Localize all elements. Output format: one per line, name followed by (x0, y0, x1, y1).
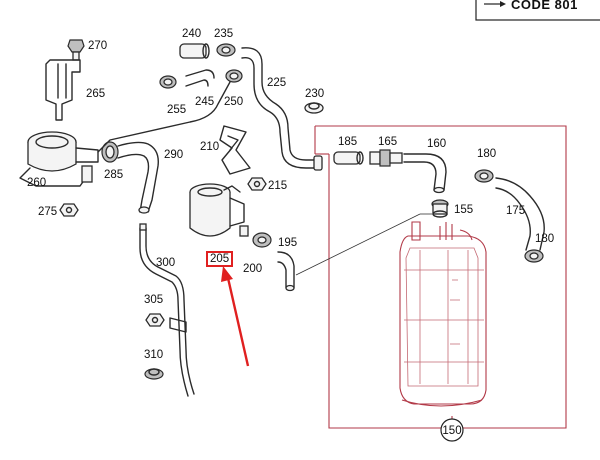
cap-155: 155 (431, 199, 473, 218)
label-250: 250 (224, 96, 243, 108)
label-160: 160 (427, 138, 446, 150)
label-240: 240 (182, 28, 201, 40)
nut-215: 215 (247, 177, 287, 192)
grommet-230: 230 (304, 88, 324, 114)
bracket-265: 265 (45, 59, 105, 121)
label-215: 215 (268, 180, 287, 192)
canister-assembly-outline (314, 125, 567, 429)
hose-245: 245 (185, 69, 215, 108)
label-155: 155 (454, 204, 473, 216)
highlight-205 (206, 251, 250, 367)
hose-290: 290 (117, 141, 183, 214)
hose-160: 160 (403, 138, 447, 194)
label-245: 245 (195, 96, 214, 108)
label-255: 255 (167, 104, 186, 116)
hose-195: 195 (277, 237, 297, 292)
label-305: 305 (144, 294, 163, 306)
label-290: 290 (164, 149, 183, 161)
label-200: 200 (243, 263, 262, 275)
clamp-180-bottom: 180 (524, 233, 554, 263)
nut-305: 305 (144, 294, 165, 327)
leader-canister (295, 213, 421, 276)
label-180-bottom: 180 (535, 233, 554, 245)
label-185: 185 (338, 136, 357, 148)
clamp-180-top: 180 (474, 148, 496, 183)
label-210: 210 (200, 141, 219, 153)
hose-225: 225 (241, 47, 323, 171)
clamp-255: 255 (159, 75, 186, 116)
hose-175: 175 (495, 177, 545, 251)
label-195: 195 (278, 237, 297, 249)
clamp-285: 285 (101, 141, 123, 181)
valve-205: 205 (189, 183, 249, 265)
sleeve-185: 185 (333, 136, 364, 165)
label-165: 165 (378, 136, 397, 148)
callout-150: 150 (440, 418, 464, 442)
clamp-200: 200 (243, 232, 272, 275)
label-285: 285 (104, 169, 123, 181)
hose-main (97, 81, 231, 153)
label-225: 225 (267, 77, 286, 89)
grommet-310: 310 (144, 349, 164, 380)
pipe-300: 300 (139, 223, 195, 397)
label-275: 275 (38, 206, 57, 218)
label-235: 235 (214, 28, 233, 40)
label-180-top: 180 (477, 148, 496, 160)
nut-275: 275 (38, 203, 79, 218)
highlight-arrow-line (226, 277, 250, 367)
highlight-arrow-head (221, 266, 233, 282)
label-230: 230 (305, 88, 324, 100)
label-270: 270 (88, 40, 107, 52)
label-310: 310 (144, 349, 163, 361)
air-pump-260: 260 (19, 131, 99, 189)
label-150: 150 (442, 425, 461, 437)
connector-165: 165 (369, 136, 403, 167)
label-175: 175 (506, 205, 525, 217)
label-265: 265 (86, 88, 105, 100)
clamp-250: 250 (224, 69, 243, 108)
charcoal-canister (399, 221, 487, 407)
clamp-235: 235 (214, 28, 236, 57)
code-box: CODE 801 (475, 0, 600, 21)
label-205: 205 (210, 253, 229, 265)
label-260: 260 (27, 177, 46, 189)
code-label: CODE 801 (511, 0, 578, 12)
sleeve-240: 240 (179, 28, 210, 59)
label-300: 300 (156, 257, 175, 269)
bracket-210: 210 (200, 125, 251, 175)
bolt-270: 270 (67, 39, 107, 61)
